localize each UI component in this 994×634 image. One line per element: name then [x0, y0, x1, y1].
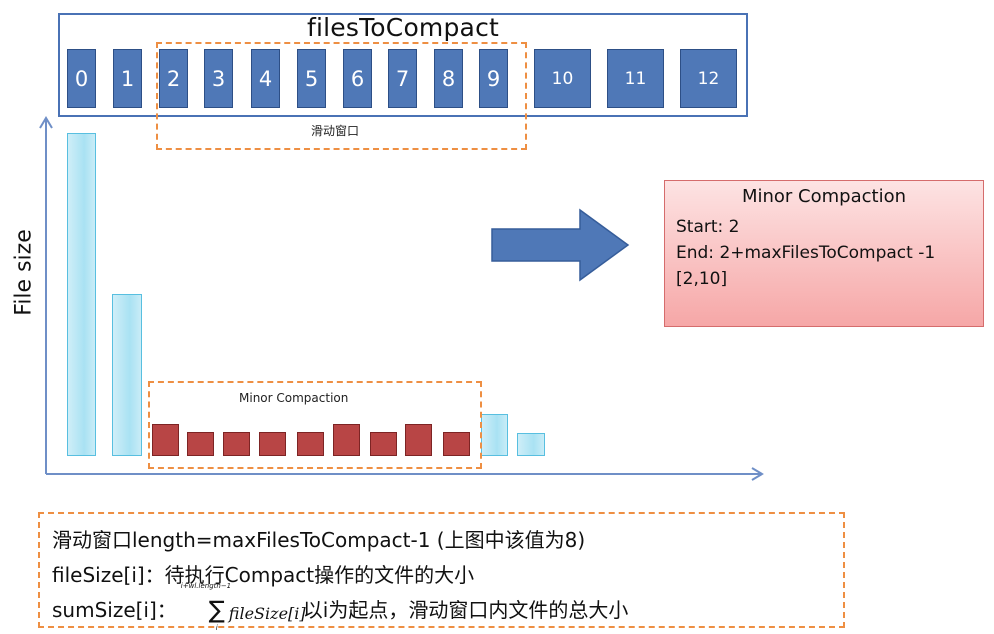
minor-compaction-result-box: Minor Compaction Start: 2 End: 2+maxFile…: [664, 180, 984, 327]
note-file-size: fileSize[i]：待执行Compact操作的文件的大小: [52, 563, 475, 587]
y-axis-arrowhead: [39, 116, 53, 129]
file-size-bar-6: [297, 432, 324, 456]
minor-compaction-label: Minor Compaction: [239, 391, 349, 405]
file-box-8: 8: [434, 49, 463, 108]
file-size-bar-12: [517, 433, 545, 456]
file-size-bar-1: [112, 294, 142, 456]
formula-lower-limit: i: [215, 623, 218, 632]
file-size-bar-10: [443, 432, 470, 456]
file-size-bar-4: [223, 432, 250, 456]
file-box-0: 0: [67, 49, 96, 108]
note-window-length: 滑动窗口length=maxFilesToCompact-1 (上图中该值为8): [52, 528, 586, 552]
file-box-2: 2: [159, 49, 188, 108]
file-box-11: 11: [607, 49, 664, 108]
result-range: [2,10]: [676, 269, 728, 289]
file-box-5: 5: [297, 49, 326, 108]
file-box-6: 6: [343, 49, 372, 108]
sliding-window-label: 滑动窗口: [311, 124, 360, 138]
formula-sigma: ∑: [208, 595, 225, 624]
file-box-9: 9: [479, 49, 508, 108]
note-sum-size-suffix: 以i为起点，滑动窗口内文件的总大小: [302, 598, 629, 622]
result-title: Minor Compaction: [741, 186, 907, 207]
note-sum-size-prefix: sumSize[i]：: [52, 598, 177, 622]
result-end: End: 2+maxFilesToCompact -1: [676, 243, 936, 263]
sliding-window-outline: [156, 42, 527, 150]
note-sum-size: sumSize[i]：i+wl.length−1 ∑i fileSize[i]以i为…: [52, 582, 629, 632]
file-size-bar-7: [333, 424, 360, 456]
minor-compaction-outline: [148, 381, 482, 469]
file-size-bar-8: [370, 432, 397, 456]
file-size-bar-0: [67, 133, 96, 456]
formula-term: fileSize[i]: [228, 603, 306, 623]
file-size-bar-3: [187, 432, 214, 456]
file-box-7: 7: [388, 49, 417, 108]
formula-upper-limit: i+wl.length−1: [180, 581, 232, 590]
file-box-1: 1: [113, 49, 142, 108]
notes-box: 滑动窗口length=maxFilesToCompact-1 (上图中该值为8)…: [38, 512, 845, 632]
result-start: Start: 2: [676, 217, 740, 237]
files-to-compact-title: filesToCompact: [306, 13, 500, 42]
right-arrow-icon: [491, 208, 630, 282]
file-box-12: 12: [680, 49, 737, 108]
file-size-bar-9: [405, 424, 432, 456]
file-box-3: 3: [204, 49, 233, 108]
y-axis-label: File size: [11, 229, 37, 316]
file-box-10: 10: [534, 49, 591, 108]
file-size-bar-11: [481, 414, 508, 456]
file-size-bar-2: [152, 424, 179, 456]
x-axis-arrowhead: [751, 467, 764, 481]
file-box-4: 4: [251, 49, 280, 108]
sum-formula: i+wl.length−1 ∑i fileSize[i]: [181, 582, 306, 632]
file-size-bar-5: [259, 432, 286, 456]
